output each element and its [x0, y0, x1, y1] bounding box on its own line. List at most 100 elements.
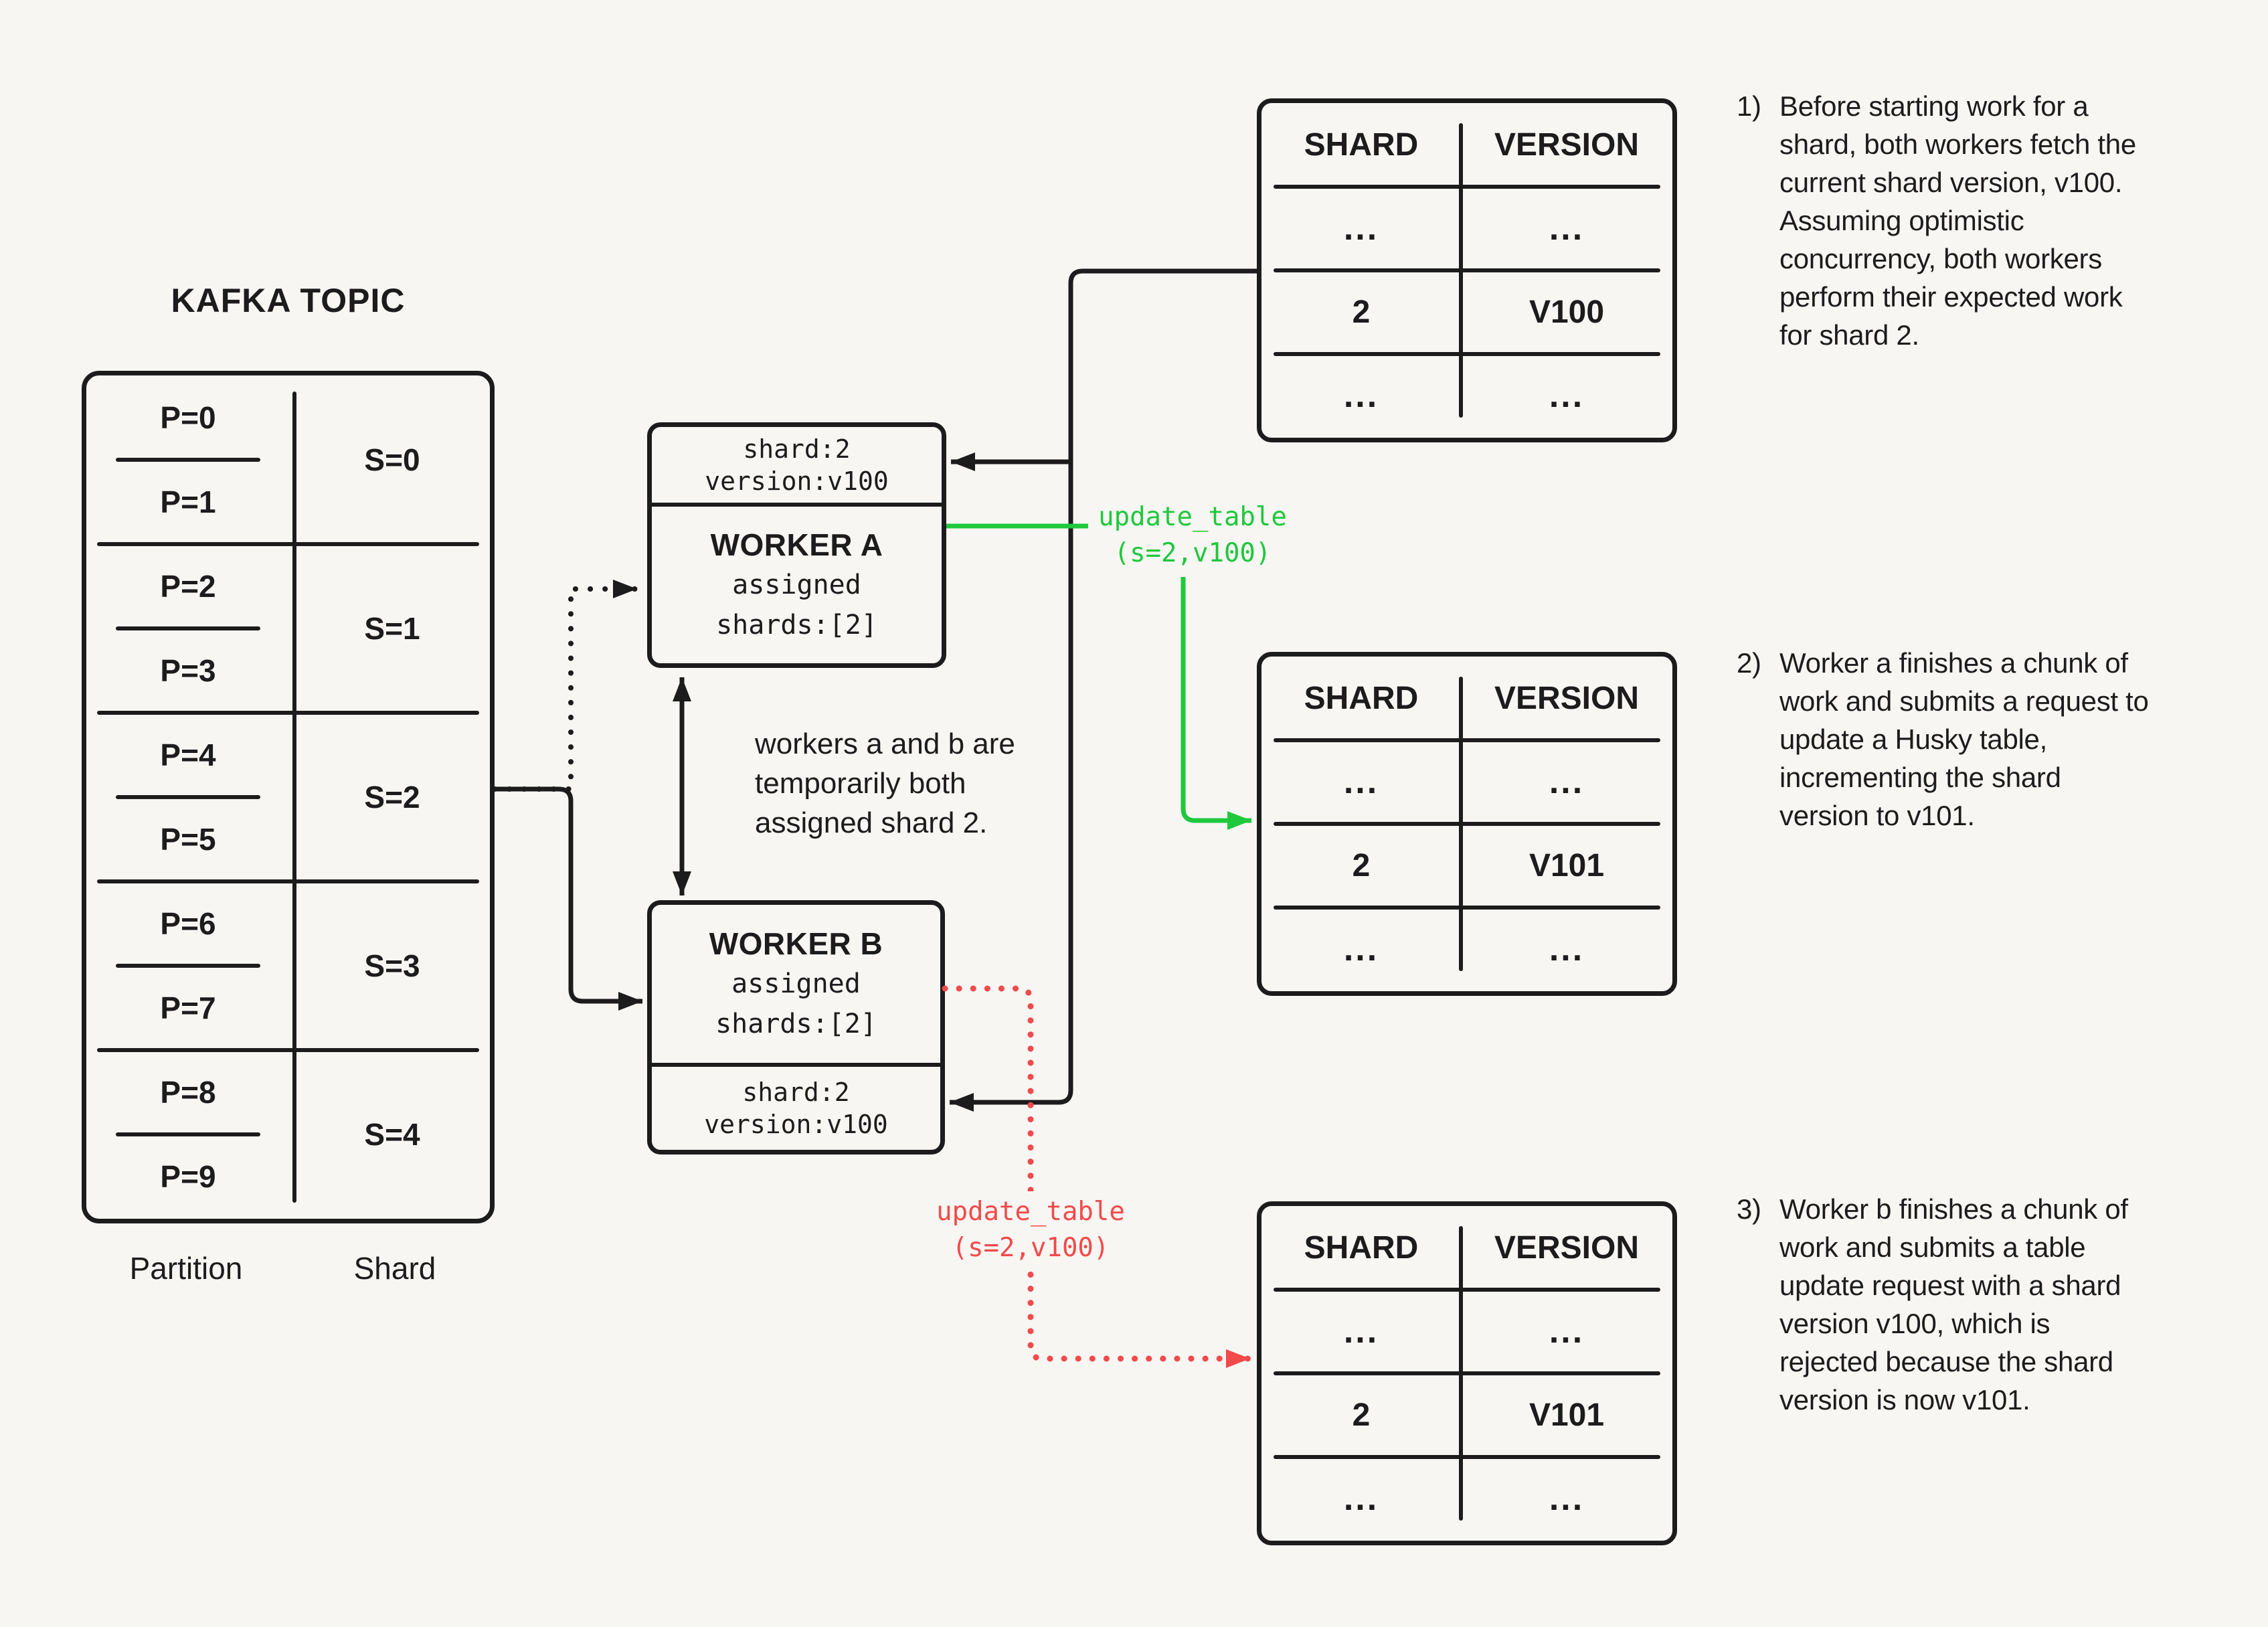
worker-b-name: WORKER B: [709, 926, 883, 961]
partition-divider: [116, 964, 260, 968]
partition-divider: [116, 626, 260, 630]
worker-b-assigned-shards: shards:[2]: [715, 1009, 877, 1039]
worker-b-shard-line: shard:2: [742, 1078, 850, 1107]
table-cell: ...: [1343, 209, 1379, 248]
partition-label: P=2: [160, 569, 216, 604]
kafka-column-divider: [292, 392, 296, 1203]
shard-axis-label: Shard: [353, 1251, 436, 1286]
table-cell: ...: [1549, 1479, 1585, 1518]
table-row-divider: [1274, 1371, 1660, 1375]
partition-axis-label: Partition: [129, 1251, 243, 1286]
table-row-divider: [1274, 738, 1660, 742]
worker-a-assigned-shards: shards:[2]: [716, 610, 877, 640]
table-cell: ...: [1549, 209, 1585, 248]
table-row-divider: [1274, 906, 1660, 910]
husky-table-state-1: SHARD VERSION...... 2 V100......: [1257, 98, 1677, 442]
worker-a-shard-line: shard:2: [743, 434, 851, 464]
partition-label: P=4: [160, 738, 216, 772]
table-row-divider: [1274, 822, 1660, 826]
shard-label: S=0: [364, 442, 420, 477]
worker-a-assigned-label: assigned: [732, 570, 861, 600]
table-cell: 2: [1352, 1397, 1371, 1433]
table-cell: ...: [1343, 1479, 1379, 1518]
shard-group-divider: [97, 879, 479, 883]
table-cell: ...: [1343, 1312, 1379, 1351]
partition-label: P=0: [160, 400, 216, 435]
partition-label: P=7: [160, 991, 216, 1025]
table-cell: V100: [1529, 294, 1605, 330]
workers-note-line: temporarily both: [755, 767, 966, 800]
husky-table-state-2: SHARD VERSION...... 2 V101......: [1257, 652, 1677, 996]
table-cell: 2: [1352, 848, 1371, 883]
red-update-table-args: (s=2,v100): [952, 1233, 1110, 1263]
table-header-cell: SHARD: [1304, 127, 1419, 163]
table-cell: V101: [1529, 1397, 1605, 1433]
table-row-divider: [1274, 185, 1660, 189]
kafka-topic-title: KAFKA TOPIC: [171, 282, 406, 319]
annotation-2-number: 2): [1737, 647, 1761, 679]
green-update-table-label: update_table (s=2,v100): [1092, 499, 1293, 572]
worker-b-update-table-rejected-dotted-arrow: [942, 985, 1253, 1368]
table-cell: V101: [1529, 848, 1605, 883]
partition-label: P=1: [160, 485, 216, 519]
fetch-version-trunk-to-worker-b-arrow: [950, 268, 1257, 1112]
worker-b-state-card: shard:2 version:v100: [652, 1067, 940, 1150]
table-header-cell: VERSION: [1494, 681, 1640, 716]
table-cell: ...: [1549, 930, 1585, 968]
table-cell: ...: [1343, 376, 1379, 415]
shard-label: S=2: [364, 780, 420, 815]
worker-a-update-table-arrow: [1181, 577, 1251, 830]
partition-label: P=6: [160, 906, 216, 941]
table-row-divider: [1274, 1455, 1660, 1459]
red-update-table-call: update_table: [936, 1197, 1125, 1227]
table-cell: ...: [1549, 1312, 1585, 1351]
partition-divider: [116, 795, 260, 799]
annotation-3: 3) Worker b finishes a chunk of work and…: [1737, 1190, 2165, 1419]
green-update-table-call: update_table: [1098, 502, 1287, 532]
workers-note-line: workers a and b are: [755, 727, 1015, 760]
green-update-table-args: (s=2,v100): [1114, 538, 1272, 568]
partition-divider: [116, 458, 260, 462]
table-row-divider: [1274, 352, 1660, 356]
annotation-1-number: 1): [1737, 90, 1761, 122]
table-header-cell: VERSION: [1494, 1230, 1640, 1266]
annotation-2: 2) Worker a finishes a chunk of work and…: [1737, 644, 2165, 835]
table-cell: ...: [1343, 930, 1379, 968]
table-header-cell: VERSION: [1494, 127, 1640, 163]
annotation-3-number: 3): [1737, 1193, 1761, 1225]
partition-label: P=3: [160, 653, 216, 688]
worker-a-name: WORKER A: [710, 527, 883, 562]
annotation-1: 1) Before starting work for a shard, bot…: [1737, 87, 2165, 354]
table-cell: 2: [1352, 294, 1371, 330]
table-header-cell: SHARD: [1304, 1230, 1419, 1266]
worker-b-card: WORKER B assigned shards:[2]: [652, 905, 940, 1067]
table-row-divider: [1274, 1288, 1660, 1292]
workers-note: workers a and b are temporarily both ass…: [755, 724, 1049, 843]
workers-note-line: assigned shard 2.: [755, 806, 988, 839]
shard-label: S=3: [364, 948, 420, 983]
shard-group-divider: [97, 1048, 479, 1052]
table-cell: ...: [1343, 762, 1379, 801]
table-header-cell: SHARD: [1304, 681, 1419, 716]
husky-table-state-3: SHARD VERSION...... 2 V101......: [1257, 1201, 1677, 1545]
annotation-3-text: Worker b finishes a chunk of work and su…: [1779, 1193, 2128, 1416]
shard-label: S=4: [364, 1117, 420, 1152]
partition-label: P=8: [160, 1075, 216, 1110]
table-cell: ...: [1549, 376, 1585, 415]
annotation-1-text: Before starting work for a shard, both w…: [1779, 90, 2136, 351]
shard-label: S=1: [364, 611, 420, 646]
shard-group-divider: [97, 711, 479, 715]
worker-a-version-line: version:v100: [705, 466, 889, 496]
table-row-divider: [1274, 268, 1660, 272]
worker-b-version-line: version:v100: [704, 1110, 888, 1139]
shard-assignment-to-worker-a-dotted-arrow: [492, 580, 640, 792]
partition-label: P=9: [160, 1159, 216, 1194]
red-update-table-label: update_table (s=2,v100): [930, 1191, 1131, 1269]
worker-a-box: shard:2 version:v100 WORKER A assigned s…: [647, 422, 946, 668]
partition-label: P=5: [160, 822, 216, 857]
worker-a-state-card: shard:2 version:v100: [652, 427, 942, 507]
shard-assignment-to-worker-b-arrow: [495, 786, 642, 1011]
table-cell: ...: [1549, 762, 1585, 801]
